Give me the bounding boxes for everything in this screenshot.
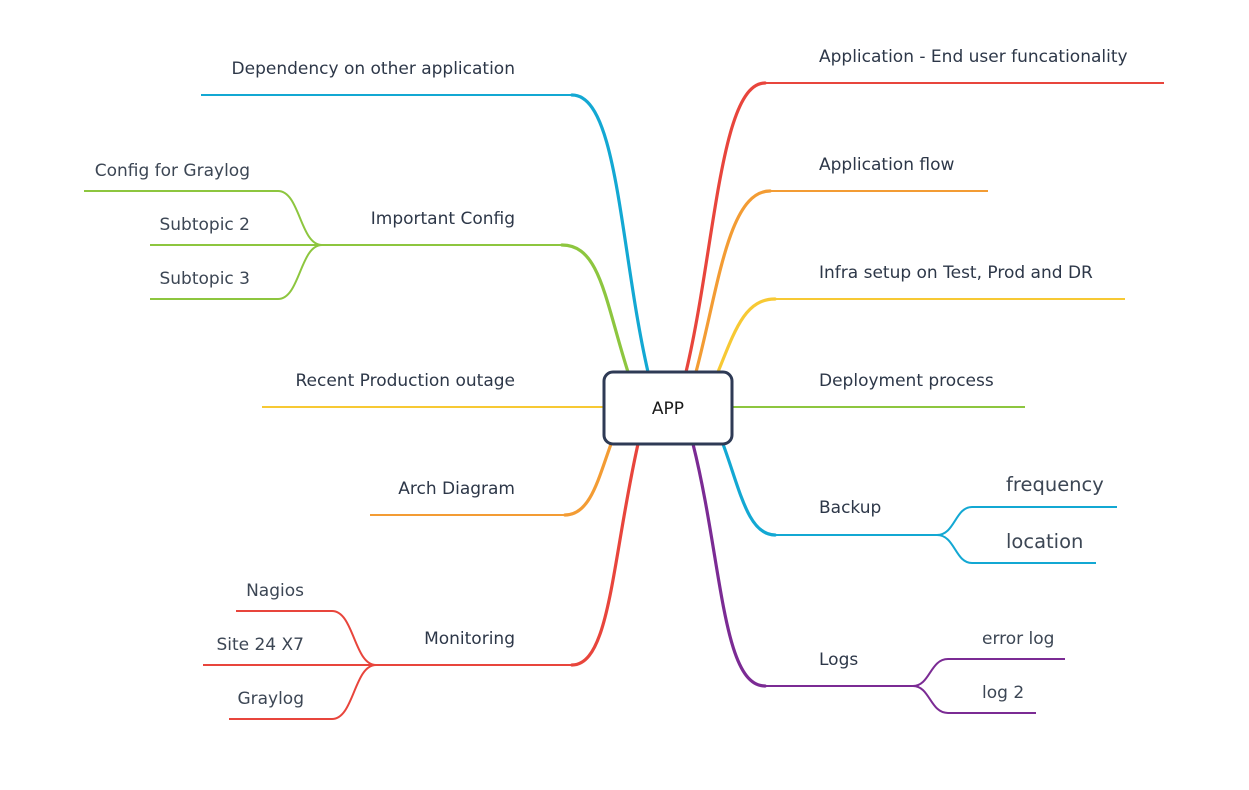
connector-end-user-functionality: [684, 81, 767, 374]
connector-important-config: [560, 243, 630, 374]
topic-deployment-process[interactable]: Deployment process: [819, 371, 994, 391]
connector-logs: [691, 442, 767, 688]
subtopic-3[interactable]: Subtopic 3: [159, 269, 250, 289]
topic-infra-setup[interactable]: Infra setup on Test, Prod and DR: [819, 263, 1093, 283]
branch-recent-outage[interactable]: Recent Production outage: [262, 371, 604, 408]
branch-important-config[interactable]: Important Config Config for Graylog Subt…: [84, 161, 630, 374]
branch-arch-diagram[interactable]: Arch Diagram: [370, 442, 613, 517]
connector-graylog: [229, 664, 377, 720]
branch-end-user-functionality[interactable]: Application - End user funcationality: [684, 47, 1164, 374]
branch-backup[interactable]: Backup frequency location: [721, 442, 1117, 564]
topic-dependency[interactable]: Dependency on other application: [232, 59, 515, 79]
connector-dependency: [570, 93, 650, 374]
connector-config-graylog: [84, 190, 323, 246]
branch-monitoring[interactable]: Monitoring Nagios Site 24 X7 Graylog: [203, 442, 640, 720]
subtopic-graylog[interactable]: Graylog: [237, 689, 304, 709]
subtopic-nagios[interactable]: Nagios: [246, 581, 304, 601]
subtopic-error-log[interactable]: error log: [982, 629, 1054, 649]
topic-backup[interactable]: Backup: [819, 498, 881, 518]
connector-subtopic-3: [150, 244, 323, 300]
branch-deployment-process[interactable]: Deployment process: [732, 371, 1025, 408]
topic-recent-outage[interactable]: Recent Production outage: [295, 371, 515, 391]
branch-dependency[interactable]: Dependency on other application: [201, 59, 650, 374]
subtopic-site24x7[interactable]: Site 24 X7: [216, 635, 304, 655]
connector-infra-setup: [716, 297, 777, 374]
subtopic-2[interactable]: Subtopic 2: [159, 215, 250, 235]
central-topic-label[interactable]: APP: [652, 399, 684, 419]
topic-end-user-functionality[interactable]: Application - End user funcationality: [819, 47, 1128, 67]
branch-infra-setup[interactable]: Infra setup on Test, Prod and DR: [716, 263, 1125, 374]
topic-logs[interactable]: Logs: [819, 650, 858, 670]
subtopic-location[interactable]: location: [1006, 530, 1083, 553]
branch-application-flow[interactable]: Application flow: [694, 155, 988, 374]
subtopic-log-2[interactable]: log 2: [982, 683, 1024, 703]
topic-arch-diagram[interactable]: Arch Diagram: [398, 479, 515, 499]
connector-arch-diagram: [563, 442, 613, 517]
connector-location: [936, 534, 1096, 564]
connector-monitoring: [570, 442, 640, 667]
branch-logs[interactable]: Logs error log log 2: [691, 442, 1065, 714]
connector-log-2: [912, 685, 1036, 714]
connector-error-log: [912, 658, 1065, 687]
connector-frequency: [936, 506, 1117, 536]
subtopic-config-graylog[interactable]: Config for Graylog: [95, 161, 250, 181]
connector-backup: [721, 442, 777, 537]
central-topic[interactable]: APP: [602, 370, 734, 446]
connector-application-flow: [694, 189, 772, 374]
topic-application-flow[interactable]: Application flow: [819, 155, 954, 175]
central-topic-box: [602, 370, 734, 446]
subtopic-frequency[interactable]: frequency: [1006, 473, 1104, 496]
topic-monitoring[interactable]: Monitoring: [424, 629, 515, 649]
topic-important-config[interactable]: Important Config: [371, 209, 515, 229]
connector-nagios: [236, 610, 377, 666]
